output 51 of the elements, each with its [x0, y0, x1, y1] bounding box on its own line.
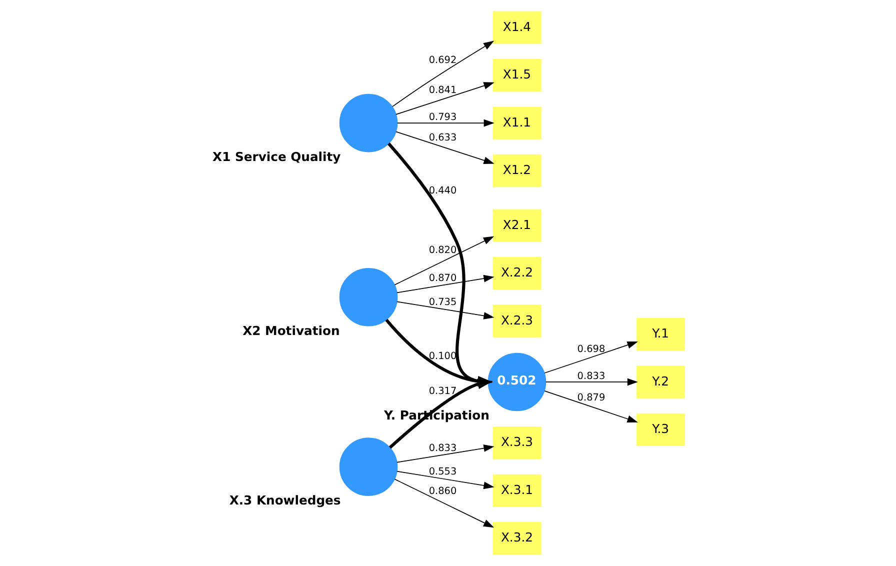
arrow — [395, 82, 494, 115]
node-label: X2 Motivation — [242, 324, 340, 338]
arrow — [394, 478, 494, 528]
edge-label: 0.879 — [576, 392, 605, 404]
node-circle — [338, 94, 398, 152]
edge-label: 0.100 — [428, 350, 456, 362]
node-box: X.2.2 — [492, 256, 541, 290]
arrow — [544, 378, 638, 386]
edge-label: 0.633 — [428, 132, 456, 144]
node-label: X.3 Knowledges — [228, 494, 340, 508]
edge-label: 0.440 — [428, 186, 456, 197]
arrow — [544, 341, 638, 374]
arrow — [544, 390, 638, 423]
edge-label: 0.317 — [428, 386, 456, 398]
edge-label: 0.793 — [428, 112, 456, 124]
node-box: X1.4 — [492, 11, 541, 44]
node-box: X.3.3 — [492, 426, 541, 460]
arrow — [394, 236, 494, 286]
arrow — [384, 318, 492, 387]
node-box: X2.1 — [492, 209, 541, 242]
node-circle — [338, 268, 398, 326]
node-box: X.3.1 — [492, 474, 541, 508]
edge-label: 0.870 — [428, 273, 456, 284]
edge-label: 0.698 — [576, 344, 605, 355]
node-box: Y.2 — [636, 366, 684, 398]
edge-label: 0.820 — [428, 244, 456, 256]
node-box: X.2.3 — [492, 304, 541, 338]
node-box: X1.1 — [492, 106, 541, 140]
edge-label: 0.833 — [428, 442, 456, 454]
node-box: Y.3 — [636, 413, 684, 446]
node-box: X1.5 — [492, 58, 541, 92]
arrow — [392, 40, 494, 108]
arrow — [387, 142, 492, 387]
edge-label: 0.735 — [428, 296, 456, 308]
node-label: X1 Service Quality — [212, 150, 340, 164]
node-box: Y.1 — [636, 318, 684, 351]
edge-label: 0.553 — [428, 466, 456, 478]
arrow — [396, 274, 494, 294]
node-box: X1.2 — [492, 154, 541, 188]
arrow — [396, 444, 494, 463]
edge-label: 0.692 — [428, 54, 456, 66]
arrow — [396, 301, 494, 320]
edge-label: 0.833 — [576, 371, 605, 382]
edge-label: 0.841 — [428, 84, 456, 96]
arrow — [396, 470, 494, 490]
node-circle — [338, 438, 398, 496]
node-circle: 0.502 — [487, 352, 546, 412]
node-box: X.3.2 — [492, 522, 541, 555]
edge-label: 0.860 — [428, 486, 456, 498]
arrow — [395, 131, 494, 164]
arrow — [396, 119, 494, 127]
